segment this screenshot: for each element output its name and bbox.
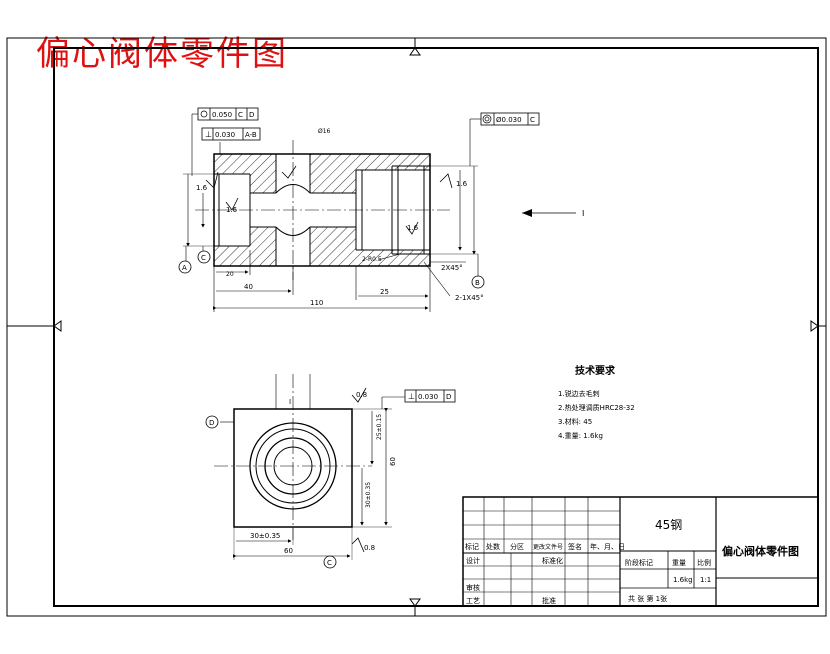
- dim-total-length: 110: [310, 299, 323, 307]
- roughness-symbols-front: [205, 165, 453, 235]
- tol-frame-position: 0.050 C D: [197, 107, 259, 121]
- tb-sheets: 共 张 第 1张: [628, 594, 667, 603]
- tb-scale-label: 比例: [697, 558, 711, 567]
- tb-approve: 批准: [542, 596, 556, 605]
- tol-perp-top-value: 0.030: [215, 131, 235, 139]
- tb-stage-mark: 阶段标记: [625, 558, 653, 567]
- datum-d: D: [209, 419, 214, 427]
- tol-concentric-ref: C: [530, 116, 535, 124]
- tb-material: 45钢: [655, 518, 682, 532]
- datum-labels-front: A C B: [178, 250, 485, 289]
- tb-weight-value: 1.6kg: [673, 576, 693, 584]
- roughness-front-left: 1.6: [196, 184, 208, 192]
- svg-text:⊥: ⊥: [408, 392, 415, 401]
- roughness-side-top: 0.8: [356, 391, 367, 399]
- tech-req-item-3: 3.材料: 45: [558, 417, 592, 426]
- roughness-front-right: 1.6: [407, 224, 419, 232]
- tol-perp-side-ref: D: [446, 393, 451, 401]
- front-section-view: [195, 140, 450, 280]
- tol-frame-perp-top: ⊥ 0.030 A-B: [201, 127, 261, 141]
- side-view-label: I: [289, 398, 291, 406]
- tol-pos-ref-d: D: [249, 111, 254, 119]
- drawing-title: 偏心阀体零件图: [36, 34, 288, 74]
- dim-20: 20: [226, 271, 234, 278]
- tol-pos-value: 0.050: [212, 111, 232, 119]
- tech-req-item-4: 4.重量: 1.6kg: [558, 432, 603, 440]
- tech-req-heading: 技术要求: [575, 364, 616, 377]
- tb-part-name: 偏心阀体零件图: [722, 544, 799, 558]
- chamfer-2x45: 2X45°: [441, 264, 463, 272]
- tb-header-mark: 标记: [465, 542, 479, 551]
- tb-scale-value: 1:1: [700, 576, 711, 584]
- front-view-dimensions: [183, 113, 576, 312]
- tol-frame-perp-side: ⊥ 0.030 D: [404, 389, 456, 403]
- datum-c: C: [201, 254, 206, 262]
- tb-review: 审核: [466, 583, 480, 592]
- sheet-border: [6, 37, 827, 617]
- roughness-front-bore: 1.6: [226, 206, 238, 214]
- roughness-front-outer: 1.6: [456, 180, 468, 188]
- dim-40: 40: [244, 283, 253, 291]
- dim-25: 25: [380, 288, 389, 296]
- roughness-side-bottom: 0.8: [364, 544, 375, 552]
- side-view-dimensions: 30±0.35 60 60 25±0.15 30±0.35 0.8 0.8 D …: [205, 387, 405, 569]
- dim-2-r0-5: 2-R0.5: [362, 256, 382, 263]
- tb-process: 工艺: [466, 597, 480, 605]
- tol-pos-ref-c: C: [238, 111, 243, 119]
- tol-perp-side-value: 0.030: [418, 393, 438, 401]
- tol-frame-concentric: Ø0.030 C: [480, 112, 540, 126]
- tech-requirements: 技术要求 1.锐边去毛刺 2.热处理调质HRC28-32 3.材料: 45 4.…: [558, 364, 635, 440]
- chamfer-2-1x45: 2-1X45°: [455, 294, 484, 302]
- tb-designer: 设计: [466, 556, 480, 565]
- tol-concentric-value: Ø0.030: [496, 116, 522, 124]
- view-arrow-label: I: [582, 209, 584, 218]
- tb-header-zone: 分区: [510, 542, 524, 551]
- dim-vertical-25: 25±0.15: [376, 414, 383, 440]
- datum-b: B: [475, 279, 480, 287]
- tol-perp-top-ref: A-B: [245, 131, 257, 139]
- tb-header-sign: 签名: [568, 542, 582, 551]
- dim-side-30: 30±0.35: [250, 532, 280, 540]
- title-block: 标记 处数 分区 更改文件号 签名 年、月、日 设计 标准化 审核 工艺 批准 …: [462, 496, 819, 607]
- datum-c-side: C: [327, 559, 332, 567]
- tb-header-change-doc: 更改文件号: [533, 543, 563, 551]
- tb-standardize: 标准化: [542, 556, 563, 565]
- dim-vertical-30: 30±0.35: [365, 482, 372, 508]
- tb-header-date: 年、月、日: [590, 542, 625, 551]
- front-dimension-texts: Ø16 110 40 20 25 2X45° 2-1X45° 2-R0.5 1.…: [196, 128, 584, 307]
- dim-vertical-60: 60: [389, 457, 397, 466]
- dim-bore-16: Ø16: [318, 128, 331, 135]
- tech-req-item-2: 2.热处理调质HRC28-32: [558, 403, 635, 412]
- tb-weight-label: 重量: [672, 559, 686, 567]
- side-view: I: [214, 374, 372, 540]
- dim-side-60: 60: [284, 547, 293, 555]
- tb-header-count: 处数: [486, 542, 500, 551]
- svg-text:⊥: ⊥: [205, 130, 212, 139]
- datum-a: A: [182, 264, 187, 272]
- tech-req-item-1: 1.锐边去毛刺: [558, 389, 600, 398]
